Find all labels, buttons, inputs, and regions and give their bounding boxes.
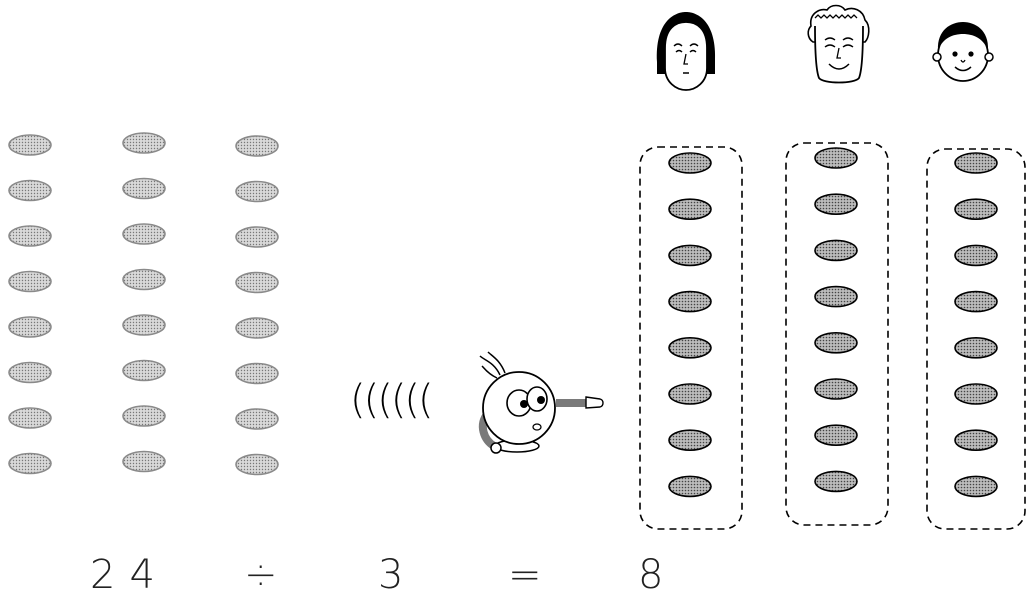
pool-bean — [122, 268, 166, 291]
pool-bean — [8, 361, 52, 384]
group-bean — [814, 147, 858, 169]
group-bean — [814, 193, 858, 215]
pool-bean — [235, 271, 279, 294]
group-box-3 — [926, 148, 1026, 530]
group-bean — [668, 336, 712, 359]
pool-bean — [235, 408, 279, 430]
equation-divisor: 3 — [378, 552, 418, 598]
svg-text:((((((: (((((( — [350, 377, 432, 423]
man-face-icon — [807, 4, 870, 84]
group-bean — [954, 429, 998, 452]
pool-bean — [235, 180, 279, 203]
pool-bean — [235, 135, 279, 157]
pool-bean — [235, 226, 279, 248]
group-bean — [668, 475, 712, 498]
pool-bean — [8, 452, 52, 475]
pointing-boy-icon: (((((( — [350, 351, 604, 454]
group-bean — [814, 470, 858, 493]
group-bean — [668, 244, 712, 267]
pool-bean — [8, 316, 52, 338]
group-box-1 — [639, 146, 743, 530]
group-bean — [668, 383, 712, 405]
group-bean — [668, 152, 712, 174]
group-bean — [814, 378, 858, 400]
pool-bean — [235, 453, 279, 476]
pool-bean — [122, 405, 166, 427]
group-bean — [668, 290, 712, 313]
group-bean — [814, 331, 858, 354]
group-bean — [954, 290, 998, 313]
pool-bean — [122, 450, 166, 473]
equation-equals-symbol: = — [508, 552, 556, 598]
pool-bean — [8, 407, 52, 429]
group-box-2 — [785, 142, 889, 526]
pool-bean — [235, 362, 279, 385]
group-bean — [814, 424, 858, 447]
pool-bean — [122, 177, 166, 200]
equation-dividend: 24 — [90, 552, 169, 598]
pool-bean — [8, 225, 52, 247]
group-bean — [814, 285, 858, 308]
bean-pool — [8, 132, 279, 476]
equation-quotient: 8 — [638, 552, 678, 598]
pool-bean — [235, 317, 279, 339]
pool-bean — [122, 314, 166, 336]
group-bean — [814, 239, 858, 262]
pool-bean — [122, 359, 166, 382]
pool-bean — [8, 134, 52, 156]
woman-face-icon — [656, 12, 716, 91]
pool-bean — [122, 132, 166, 154]
group-bean — [954, 244, 998, 267]
group-bean — [954, 383, 998, 405]
group-bean — [954, 336, 998, 359]
group-bean — [954, 475, 998, 498]
group-bean — [954, 198, 998, 220]
group-bean — [954, 152, 998, 174]
equation-divide-symbol: ÷ — [244, 552, 292, 598]
child-face-icon — [932, 22, 994, 82]
pool-bean — [122, 223, 166, 245]
group-bean — [668, 429, 712, 452]
group-bean — [668, 198, 712, 220]
pool-bean — [8, 270, 52, 293]
pool-bean — [8, 179, 52, 202]
